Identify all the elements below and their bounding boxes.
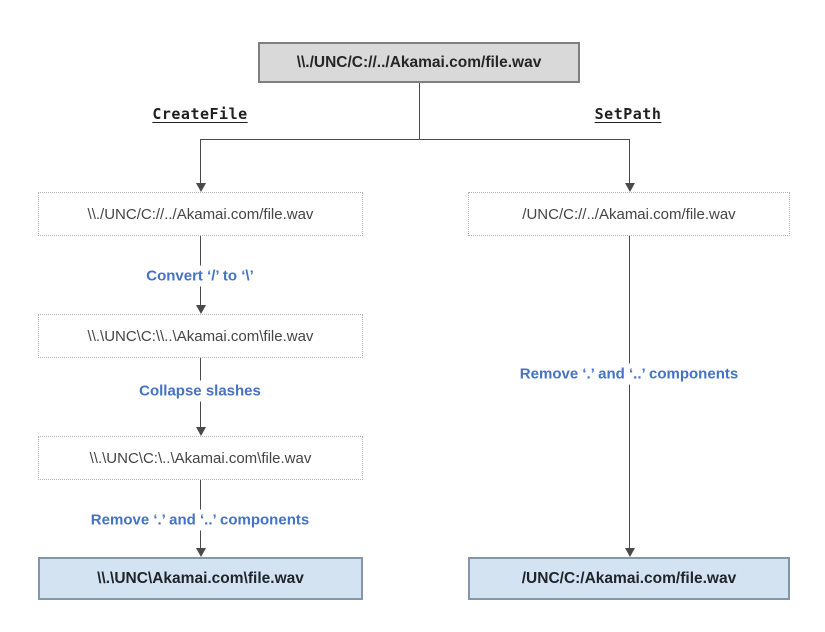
arrow-down-icon [196, 548, 206, 557]
createfile-step1-path: \\./UNC/C://../Akamai.com/file.wav [87, 205, 314, 223]
branch-split-line [200, 139, 630, 140]
root-path-text: \\./UNC/C://../Akamai.com/file.wav [296, 53, 542, 71]
createfile-step3-box: \\.\UNC\C:\..\Akamai.com\file.wav [38, 436, 363, 480]
setpath-step1-box: /UNC/C://../Akamai.com/file.wav [468, 192, 790, 236]
createfile-step3-path: \\.\UNC\C:\..\Akamai.com\file.wav [89, 449, 312, 467]
setpath-result-box: /UNC/C:/Akamai.com/file.wav [468, 557, 790, 600]
setpath-step1-path: /UNC/C://../Akamai.com/file.wav [522, 205, 736, 223]
collapse-slashes-label: Collapse slashes [134, 380, 266, 402]
createfile-step1-box: \\./UNC/C://../Akamai.com/file.wav [38, 192, 363, 236]
arrow-line [200, 139, 201, 184]
remove-dot-components-label-right: Remove ‘.’ and ‘..’ components [514, 363, 744, 385]
setpath-result-path: /UNC/C:/Akamai.com/file.wav [521, 569, 737, 587]
remove-dot-components-label-left: Remove ‘.’ and ‘..’ components [85, 509, 315, 531]
arrow-down-icon [196, 305, 206, 314]
createfile-step2-box: \\.\UNC\C:\\..\Akamai.com\file.wav [38, 314, 363, 358]
root-path-box: \\./UNC/C://../Akamai.com/file.wav [258, 42, 580, 83]
arrow-down-icon [196, 183, 206, 192]
createfile-result-path: \\.\UNC\Akamai.com\file.wav [97, 569, 304, 587]
createfile-step2-path: \\.\UNC\C:\\..\Akamai.com\file.wav [87, 327, 314, 345]
createfile-branch-label: CreateFile [152, 105, 248, 123]
createfile-result-box: \\.\UNC\Akamai.com\file.wav [38, 557, 363, 600]
arrow-down-icon [625, 548, 635, 557]
arrow-down-icon [625, 183, 635, 192]
arrow-line [629, 236, 630, 549]
root-stem-line [419, 83, 420, 139]
arrow-down-icon [196, 427, 206, 436]
arrow-line [629, 139, 630, 184]
convert-slashes-label: Convert ‘/’ to ‘\’ [141, 265, 259, 287]
setpath-branch-label: SetPath [594, 105, 662, 123]
